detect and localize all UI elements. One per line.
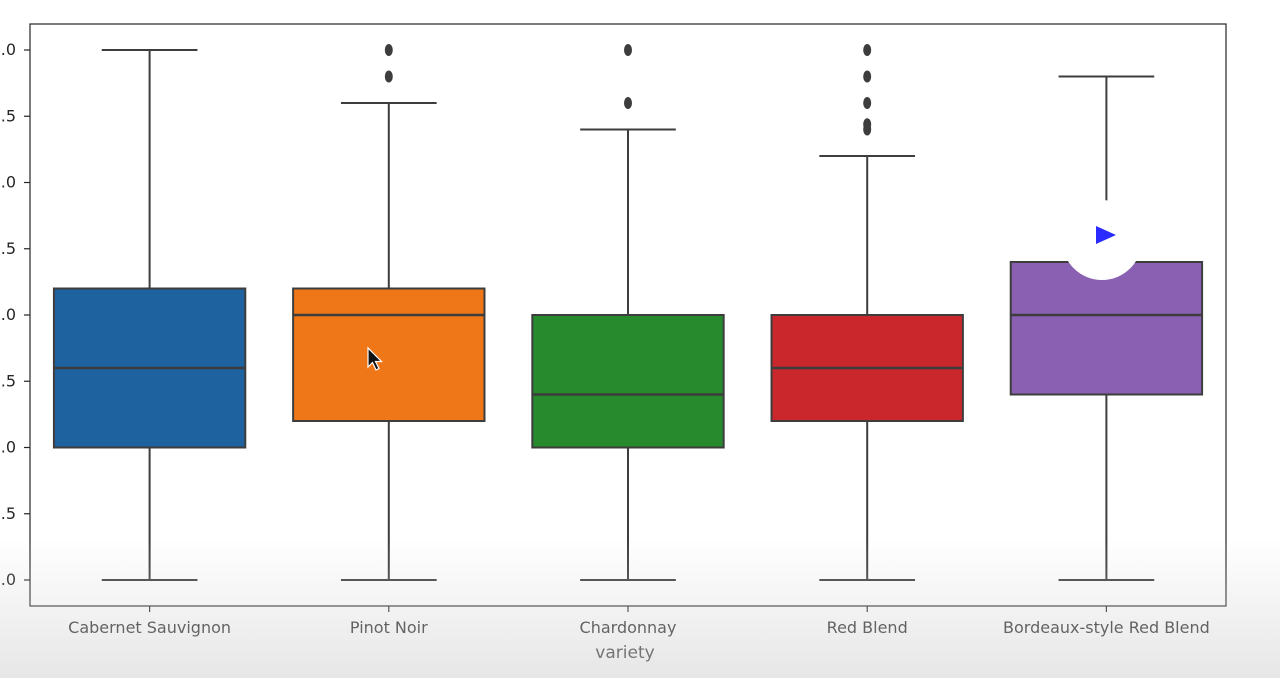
y-tick-label: .0 bbox=[1, 40, 16, 59]
y-tick-label: .5 bbox=[1, 106, 16, 125]
y-tick-label: .0 bbox=[1, 570, 16, 589]
box-3 bbox=[531, 44, 725, 581]
mouse-pointer-icon bbox=[367, 346, 383, 371]
outlier-point bbox=[863, 118, 872, 131]
x-tick-label: Cabernet Sauvignon bbox=[68, 618, 231, 637]
y-tick-label: .5 bbox=[1, 504, 16, 523]
x-tick-label: Pinot Noir bbox=[350, 618, 428, 637]
y-axis-ticks: .0 .5 .0 .5 .0 .5 .0 .5 .0 bbox=[1, 40, 30, 589]
outlier-point bbox=[863, 70, 872, 83]
outlier-point bbox=[384, 44, 393, 56]
outlier-point bbox=[624, 44, 632, 56]
box-body bbox=[1009, 261, 1204, 396]
outlier-point bbox=[863, 44, 872, 56]
box-plot-layer bbox=[52, 44, 1204, 581]
x-tick-label: Red Blend bbox=[827, 618, 908, 637]
y-tick-label: .0 bbox=[1, 305, 16, 324]
outlier-point bbox=[863, 97, 872, 109]
box-body bbox=[292, 287, 486, 422]
box-1 bbox=[52, 49, 247, 581]
outlier-point bbox=[384, 70, 393, 83]
x-tick-label: Chardonnay bbox=[580, 618, 677, 637]
y-tick-label: .5 bbox=[1, 371, 16, 390]
play-button[interactable] bbox=[1062, 200, 1142, 280]
outlier-point bbox=[624, 97, 632, 109]
box-4 bbox=[770, 44, 964, 581]
play-icon[interactable] bbox=[1096, 226, 1116, 244]
x-axis-ticks: Cabernet Sauvignon Pinot Noir Chardonnay Re… bbox=[68, 606, 1210, 637]
y-tick-label: .5 bbox=[1, 239, 16, 258]
y-tick-label: .0 bbox=[1, 173, 16, 192]
x-tick-label: Bordeaux-style Red Blend bbox=[1003, 618, 1210, 637]
box-2 bbox=[292, 44, 486, 581]
y-tick-label: .0 bbox=[1, 438, 16, 457]
box-body bbox=[531, 314, 725, 449]
x-axis-label: variety bbox=[595, 643, 654, 663]
box-5 bbox=[1009, 75, 1204, 581]
